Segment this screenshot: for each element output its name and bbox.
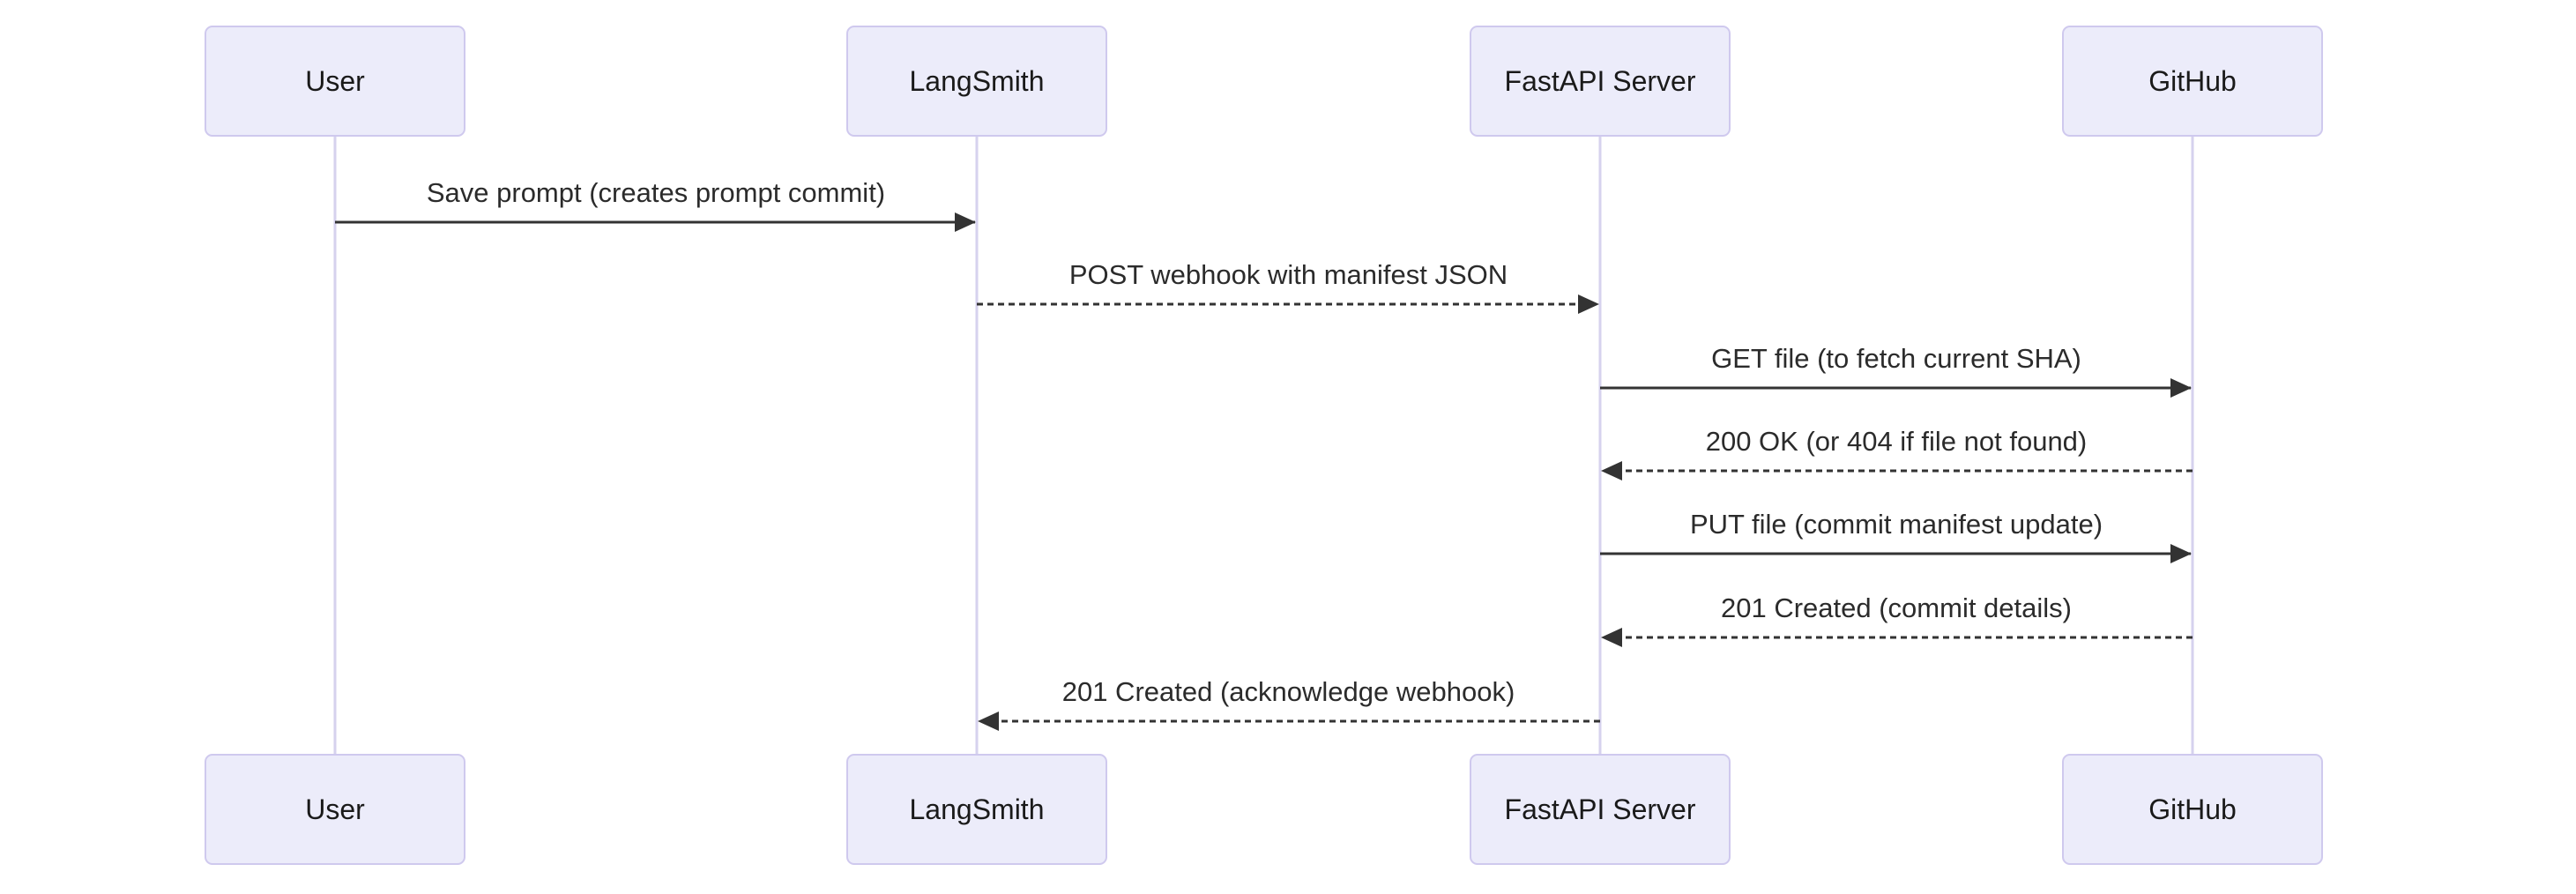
message-label-201-created-commit: 201 Created (commit details) (1721, 592, 2072, 623)
message-label-200-ok: 200 OK (or 404 if file not found) (1705, 426, 2088, 457)
actor-bottom-langsmith: LangSmith (846, 754, 1107, 865)
actor-label: LangSmith (909, 64, 1045, 97)
actor-top-langsmith: LangSmith (846, 26, 1107, 137)
actor-label: GitHub (2148, 793, 2237, 825)
message-label-put-file: PUT file (commit manifest update) (1689, 509, 2103, 540)
message-label-201-created-ack: 201 Created (acknowledge webhook) (1061, 676, 1515, 707)
actor-label: LangSmith (909, 793, 1045, 825)
actor-top-user: User (205, 26, 465, 137)
actor-label: FastAPI Server (1504, 64, 1696, 97)
message-label-save-prompt: Save prompt (creates prompt commit) (426, 177, 886, 208)
actor-label: GitHub (2148, 64, 2237, 97)
actor-bottom-github: GitHub (2062, 754, 2323, 865)
actor-label: User (305, 793, 365, 825)
actor-top-github: GitHub (2062, 26, 2323, 137)
message-label-post-webhook: POST webhook with manifest JSON (1068, 259, 1508, 290)
actor-top-fastapi-server: FastAPI Server (1470, 26, 1731, 137)
actor-label: User (305, 64, 365, 97)
message-label-get-file: GET file (to fetch current SHA) (1711, 343, 2081, 374)
actor-label: FastAPI Server (1504, 793, 1696, 825)
actor-bottom-user: User (205, 754, 465, 865)
actor-bottom-fastapi-server: FastAPI Server (1470, 754, 1731, 865)
